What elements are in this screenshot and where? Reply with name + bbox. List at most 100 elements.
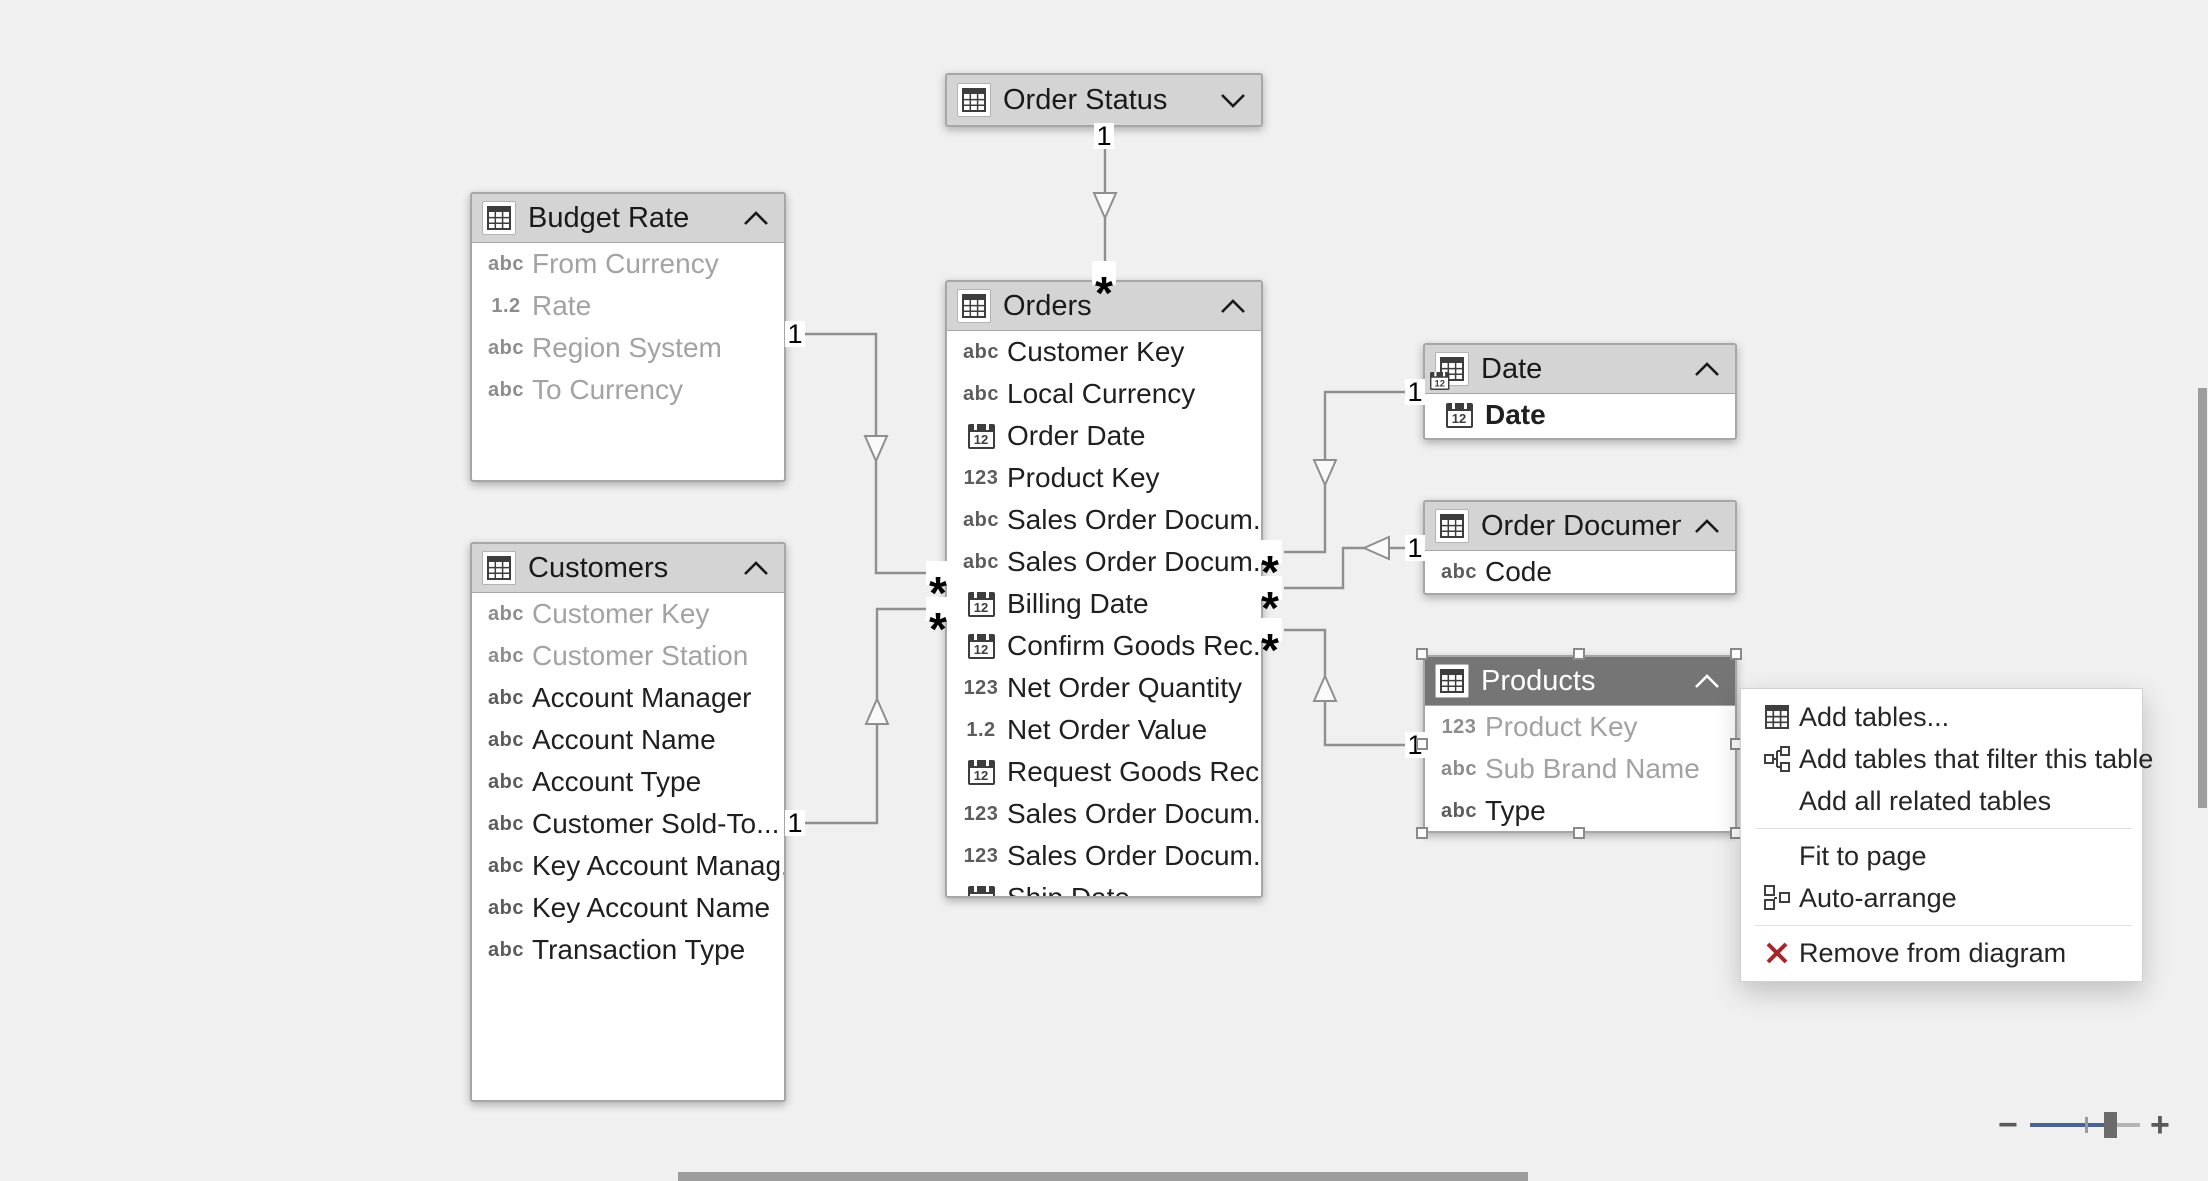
chevron-up-icon[interactable]	[1693, 361, 1721, 378]
selection-handle[interactable]	[1416, 648, 1428, 660]
filter-tables-icon	[1755, 745, 1799, 773]
field-name: Sales Order Docum...	[1007, 546, 1263, 577]
selection-handle[interactable]	[1730, 648, 1742, 660]
selection-handle[interactable]	[1416, 738, 1428, 750]
field-name: Local Currency	[1007, 378, 1196, 409]
table-title: Order Status	[1003, 83, 1168, 116]
field-row[interactable]: 12Ship Date	[947, 877, 1261, 898]
horizontal-scrollbar[interactable]	[678, 1172, 1528, 1181]
menu-item-add-tables[interactable]: Add tables...	[1741, 696, 2142, 738]
table-title: Orders	[1003, 289, 1092, 322]
field-name: Net Order Value	[1007, 714, 1208, 745]
zoom-slider-track[interactable]	[2030, 1123, 2110, 1127]
chevron-up-icon[interactable]	[1693, 673, 1721, 690]
field-type-icon: abc	[488, 252, 524, 275]
table-header[interactable]: Order Documen...	[1425, 502, 1735, 551]
zoom-out-button[interactable]: −	[1998, 1106, 2018, 1144]
menu-item-auto-arrange[interactable]: Auto-arrange	[1741, 877, 2142, 919]
field-name: Customer Key	[1007, 336, 1185, 367]
chevron-down-icon[interactable]	[1219, 92, 1247, 109]
field-type-icon: abc	[963, 508, 999, 531]
calendar-icon: 12	[955, 885, 1007, 896]
field-name: Account Type	[532, 766, 702, 797]
table-header[interactable]: Orders	[947, 282, 1261, 331]
menu-item-remove-from-diagram[interactable]: Remove from diagram	[1741, 932, 2142, 974]
field-type-icon: 1.2	[966, 718, 996, 741]
cardinality-many-label: *	[1258, 540, 1282, 595]
menu-item-add-filter-tables[interactable]: Add tables that filter this table	[1741, 738, 2153, 780]
zoom-in-button[interactable]: +	[2150, 1106, 2170, 1144]
table-header[interactable]: Order Status	[947, 75, 1261, 125]
table-title: Customers	[528, 551, 669, 584]
table-header[interactable]: Products	[1425, 657, 1735, 706]
field-name: Customer Key	[532, 598, 710, 629]
table-icon	[1435, 509, 1469, 543]
selection-handle[interactable]	[1573, 827, 1585, 839]
cardinality-many-label: *	[1092, 261, 1116, 316]
table-header[interactable]: Budget Rate	[472, 194, 784, 243]
menu-item-add-related-tables[interactable]: Add all related tables	[1741, 780, 2142, 822]
vertical-scrollbar[interactable]	[2198, 388, 2207, 808]
table-card-order-status[interactable]: Order Status	[945, 73, 1263, 127]
table-header[interactable]: Customers	[472, 544, 784, 593]
field-row[interactable]: abc Sales Order Docum...	[947, 499, 1261, 541]
field-name: Sales Order Docum...	[1007, 504, 1263, 535]
field-row[interactable]: 1.2 Net Order Value	[947, 709, 1261, 751]
auto-arrange-icon	[1755, 884, 1799, 912]
zoom-slider-tick	[2085, 1117, 2088, 1133]
selection-handle[interactable]	[1573, 648, 1585, 660]
calendar-icon: 12	[955, 759, 1007, 785]
chevron-up-icon[interactable]	[1693, 518, 1721, 535]
table-title: Order Documen...	[1481, 509, 1681, 542]
zoom-slider-handle[interactable]	[2104, 1112, 2117, 1138]
selection-handle[interactable]	[1416, 827, 1428, 839]
zoom-slider-track[interactable]	[2110, 1123, 2140, 1127]
chevron-up-icon[interactable]	[1219, 298, 1247, 315]
field-name: Ship Date	[1007, 882, 1130, 898]
chevron-up-icon[interactable]	[742, 210, 770, 227]
field-type-icon: abc	[488, 812, 524, 835]
chevron-up-icon[interactable]	[742, 560, 770, 577]
zoom-control: − +	[1990, 1100, 2190, 1150]
menu-item-fit-to-page[interactable]: Fit to page	[1741, 835, 2142, 877]
field-name: Product Key	[1007, 462, 1160, 493]
table-header[interactable]: 12 Date	[1425, 345, 1735, 394]
